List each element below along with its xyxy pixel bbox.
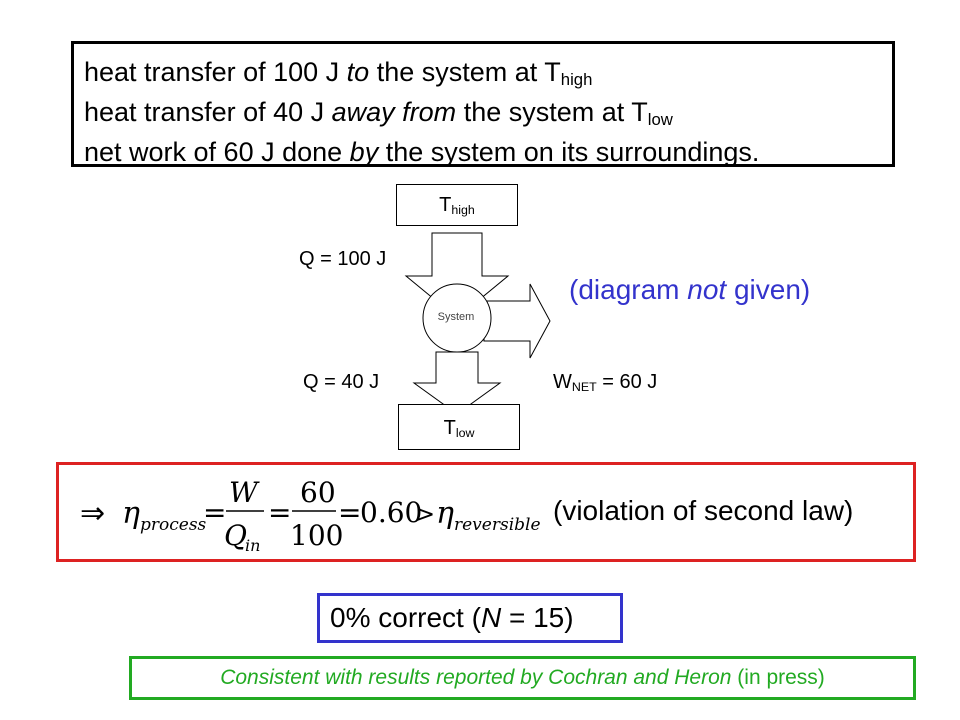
statement-text: the system at T <box>369 57 561 87</box>
reservoir-subscript: high <box>451 203 475 218</box>
work-numerator: W <box>229 476 260 509</box>
statement-line-3: net work of 60 J done by the system on i… <box>84 132 892 172</box>
statement-subscript: high <box>560 70 593 90</box>
result-text: 0% correct ( <box>330 602 481 633</box>
efficiency-result: 0.60 <box>360 496 422 529</box>
work-value: = 60 J <box>596 371 658 393</box>
statement-line-1: heat transfer of 100 J to the system at … <box>84 52 892 92</box>
net-work-label: WNET = 60 J <box>553 371 657 394</box>
heat-out-arrow <box>412 351 502 415</box>
result-sample-symbol: N <box>480 602 502 633</box>
statement-line-2: heat transfer of 40 J away from the syst… <box>84 92 892 132</box>
citation-status: (in press) <box>731 666 825 689</box>
problem-statement-box: heat transfer of 100 J to the system at … <box>71 41 895 167</box>
note-text: given) <box>726 274 811 305</box>
eta-reversible-symbol: η <box>436 496 454 531</box>
diagram-not-given-note: (diagram not given) <box>569 274 810 306</box>
note-text: (diagram <box>569 274 688 305</box>
system-label: System <box>437 311 475 323</box>
efficiency-box <box>56 462 916 562</box>
statement-text: heat transfer of 40 J <box>84 97 332 127</box>
denominator-value: 100 <box>290 519 343 552</box>
equals-sign-3: = <box>338 496 361 529</box>
reservoir-symbol: T <box>443 417 456 439</box>
heat-denominator: Q <box>224 519 247 552</box>
process-subscript: process <box>140 515 207 535</box>
heat-in-label: Q = 100 J <box>299 248 387 270</box>
citation-text: Consistent with results reported by Coch… <box>220 666 732 689</box>
result-text: = 15) <box>501 602 574 633</box>
statement-text: net work of 60 J done <box>84 137 350 167</box>
work-symbol: W <box>553 371 572 393</box>
statement-emphasis: by <box>349 137 379 167</box>
heat-out-label: Q = 40 J <box>303 371 380 393</box>
work-out-arrow <box>483 283 551 359</box>
statement-subscript: low <box>647 110 673 130</box>
equals-sign-2: = <box>268 496 291 529</box>
reversible-subscript: reversible <box>454 515 541 535</box>
statement-text: the system on its surroundings. <box>378 137 760 167</box>
reservoir-subscript: low <box>455 426 475 441</box>
equals-sign-1: = <box>203 496 226 529</box>
statement-emphasis: to <box>346 57 370 87</box>
implies-symbol: ⇒ <box>80 496 105 531</box>
citation-box: Consistent with results reported by Coch… <box>129 656 916 700</box>
greater-than-sign: > <box>415 500 435 528</box>
result-box: 0% correct (N = 15) <box>317 593 623 643</box>
statement-text: the system at T <box>456 97 648 127</box>
statement-text: heat transfer of 100 J <box>84 57 347 87</box>
work-subscript: NET <box>571 380 597 395</box>
violation-note: (violation of second law) <box>553 495 854 526</box>
hot-reservoir-box: Thigh <box>396 184 518 226</box>
statement-emphasis: away from <box>331 97 457 127</box>
heat-denominator-subscript: in <box>245 536 260 555</box>
eta-symbol: η <box>122 496 140 531</box>
reservoir-symbol: T <box>439 194 452 216</box>
cold-reservoir-box: Tlow <box>398 404 520 450</box>
numerator-value: 60 <box>300 476 336 509</box>
note-emphasis: not <box>687 274 727 305</box>
